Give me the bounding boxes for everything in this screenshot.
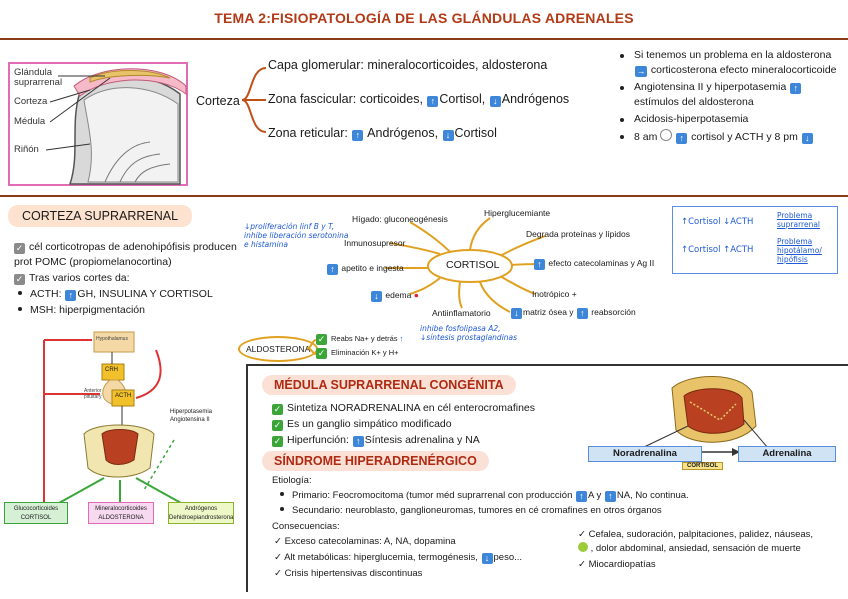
corteza-supra-text: ✓cél corticotropas de adenohipófisis pro…	[14, 241, 237, 316]
down-arrow-icon: ↓	[371, 291, 382, 302]
feedback-row2-note: Problema hipotálamo/ hipófisis	[777, 237, 822, 264]
box-mineralocorticoides: Mineralocorticoides ALDOSTERONA	[88, 502, 154, 524]
anatomy-label-rinon: Riñón	[14, 144, 39, 155]
down-arrow-icon: ↓	[442, 130, 454, 141]
axis-acth: ACTH	[115, 393, 132, 399]
note-item: Si tenemos un problema en la aldosterona…	[618, 48, 840, 78]
node-inmunosupresor: Inmunosupresor	[344, 238, 406, 248]
up-arrow-icon: ↑	[327, 264, 338, 275]
up-arrow-icon: ↑	[790, 83, 802, 94]
up-arrow-icon: ↑	[352, 130, 364, 141]
box-androgenos: Andrógenos Dehidroepiandrosterona	[168, 502, 234, 524]
section-divider	[0, 195, 848, 197]
node-inotropico: Inotrópico +	[532, 289, 577, 299]
hpa-axis-diagram: Hypothalamus CRH Anterior pituitary ACTH…	[4, 330, 236, 526]
node-matriz: ↓matriz ósea y ↑ reabsorción	[510, 307, 636, 319]
down-arrow-icon: ↓	[481, 553, 493, 564]
corteza-branches	[241, 67, 267, 133]
down-arrow-icon: ↓	[489, 96, 501, 107]
note-antiinf: inhibe fosfolipasa A2, ↓síntesis prostag…	[420, 324, 518, 342]
box-glucocorticoides: Glucocorticoides CORTISOL	[4, 502, 68, 524]
noradrenalina-box: Noradrenalina	[588, 446, 702, 462]
node-efecto: ↑ efecto catecolaminas y Ag II	[533, 258, 654, 270]
consecuencia-2: ✓ Alt metabólicas: hiperglucemia, termog…	[274, 552, 523, 564]
sindrome-heading: SÍNDROME HIPERADRENÉRGICO	[262, 451, 489, 471]
feedback-row1: ↑Cortisol ↓ACTH	[681, 217, 754, 227]
clock-icon	[660, 129, 673, 141]
adrenal-kidney-drawing	[45, 68, 187, 185]
title-divider	[0, 38, 848, 40]
checkbox-icon: ✓	[14, 274, 25, 285]
axis-hipofisis: Anterior pituitary	[84, 388, 102, 400]
medula-heading: MÉDULA SUPRARRENAL CONGÉNITA	[262, 375, 516, 395]
checkbox-icon: ✓	[14, 243, 25, 254]
anatomy-figure: Glándula suprarrenal Corteza Médula Riñó…	[8, 62, 188, 186]
note-item: 8 am ↑ cortisol y ACTH y 8 pm ↓	[618, 129, 840, 145]
zona-glomerular: Capa glomerular: mineralocorticoides, al…	[268, 58, 548, 72]
primario-line: Primario: Feocromocitoma (tumor méd supr…	[280, 490, 689, 502]
check-icon: ✓	[272, 436, 283, 447]
cortisol-tag: CORTISOL	[682, 462, 723, 470]
check-icon: ✓	[316, 334, 327, 345]
up-arrow-icon: ↑	[427, 96, 439, 107]
up-arrow-icon: ↑	[534, 259, 545, 270]
node-edema: ↓ edema ●	[370, 290, 419, 302]
check-icon: ✓	[272, 404, 283, 415]
consecuencias-label: Consecuencias:	[272, 521, 340, 532]
anatomy-label-medula: Médula	[14, 116, 46, 127]
cortisol-center: CORTISOL	[446, 259, 500, 271]
medula-frame-top	[246, 364, 848, 366]
node-degrada: Degrada proteínas y lípidos	[526, 229, 630, 239]
right-notes: Si tenemos un problema en la aldosterona…	[618, 48, 840, 145]
hpa-axis-drawing	[43, 331, 191, 509]
anatomy-label-glandula: Glándula suprarrenal	[14, 67, 63, 88]
up-arrow-icon: ↑	[352, 436, 364, 447]
nausea-face-icon	[578, 542, 588, 552]
node-antiinflamatorio: Antiinflamatorio	[432, 308, 491, 318]
medula-list: ✓Sintetiza NORADRENALINA en cél enterocr…	[272, 402, 536, 447]
up-arrow-icon: ↑	[576, 308, 588, 319]
zona-fascicular: Zona fascicular: corticoides, ↑Cortisol,…	[268, 92, 570, 107]
up-arrow-icon: ↑	[576, 491, 587, 502]
down-arrow-icon: ↓	[801, 133, 813, 144]
anatomy-label-corteza: Corteza	[14, 96, 48, 107]
check-icon: ✓	[316, 348, 327, 359]
up-arrow-icon: ↑	[604, 491, 616, 502]
axis-crh: CRH	[105, 367, 118, 373]
note-item: Acidosis-hiperpotasemia	[618, 112, 840, 127]
feedback-box: ↑Cortisol ↓ACTH Problema suprarrenal ↑Co…	[672, 206, 838, 274]
consecuencia-1: ✓ Exceso catecolaminas: A, NA, dopamina	[274, 536, 456, 547]
note-item: Angiotensina II y hiperpotasemia ↑ estím…	[618, 80, 840, 110]
feedback-row2: ↑Cortisol ↑ACTH	[681, 245, 754, 255]
corteza-suprarrenal-heading: CORTEZA SUPRARRENAL	[8, 205, 193, 227]
right-arrow-icon: →	[635, 66, 647, 77]
secundario-line: Secundario: neuroblasto, ganglioneuromas…	[280, 505, 662, 516]
zona-reticular: Zona reticular: ↑ Andrógenos, ↓Cortisol	[268, 126, 497, 141]
page-title: TEMA 2:FISIOPATOLOGÍA DE LAS GLÁNDULAS A…	[214, 10, 634, 26]
node-higado: Hígado: gluconeogénesis	[352, 214, 448, 224]
sintomas-list: ✓ Cefalea, sudoración, palpitaciones, pa…	[578, 529, 814, 570]
adrenalina-box: Adrenalina	[738, 446, 836, 462]
axis-hipotalamo: Hypothalamus	[96, 336, 128, 342]
corteza-label: Corteza	[196, 94, 240, 108]
down-arrow-icon: ↓	[511, 308, 522, 319]
aldosterona-l1: ✓Reabs Na+ y detrás ↑	[316, 334, 404, 345]
etiologia-label: Etiología:	[272, 475, 312, 486]
node-hiperglucemiante: Hiperglucemiante	[484, 208, 551, 218]
node-apetito: ↑ apetito e ingesta	[326, 263, 404, 275]
check-icon: ✓	[272, 420, 283, 431]
medula-frame-left	[246, 364, 248, 592]
up-arrow-icon: ↑	[65, 290, 77, 301]
axis-note: Hiperpotasemia Angiotensina II	[170, 409, 213, 423]
up-arrow-icon: ↑	[676, 133, 688, 144]
feedback-row1-note: Problema suprarrenal	[777, 211, 821, 229]
aldosterona-l2: ✓Eliminación K+ y H+	[316, 348, 399, 359]
consecuencia-3: ✓ Crisis hipertensivas discontinuas	[274, 568, 423, 579]
note-inmuno: ↓proliferación linf B y T, inhibe libera…	[244, 222, 349, 249]
